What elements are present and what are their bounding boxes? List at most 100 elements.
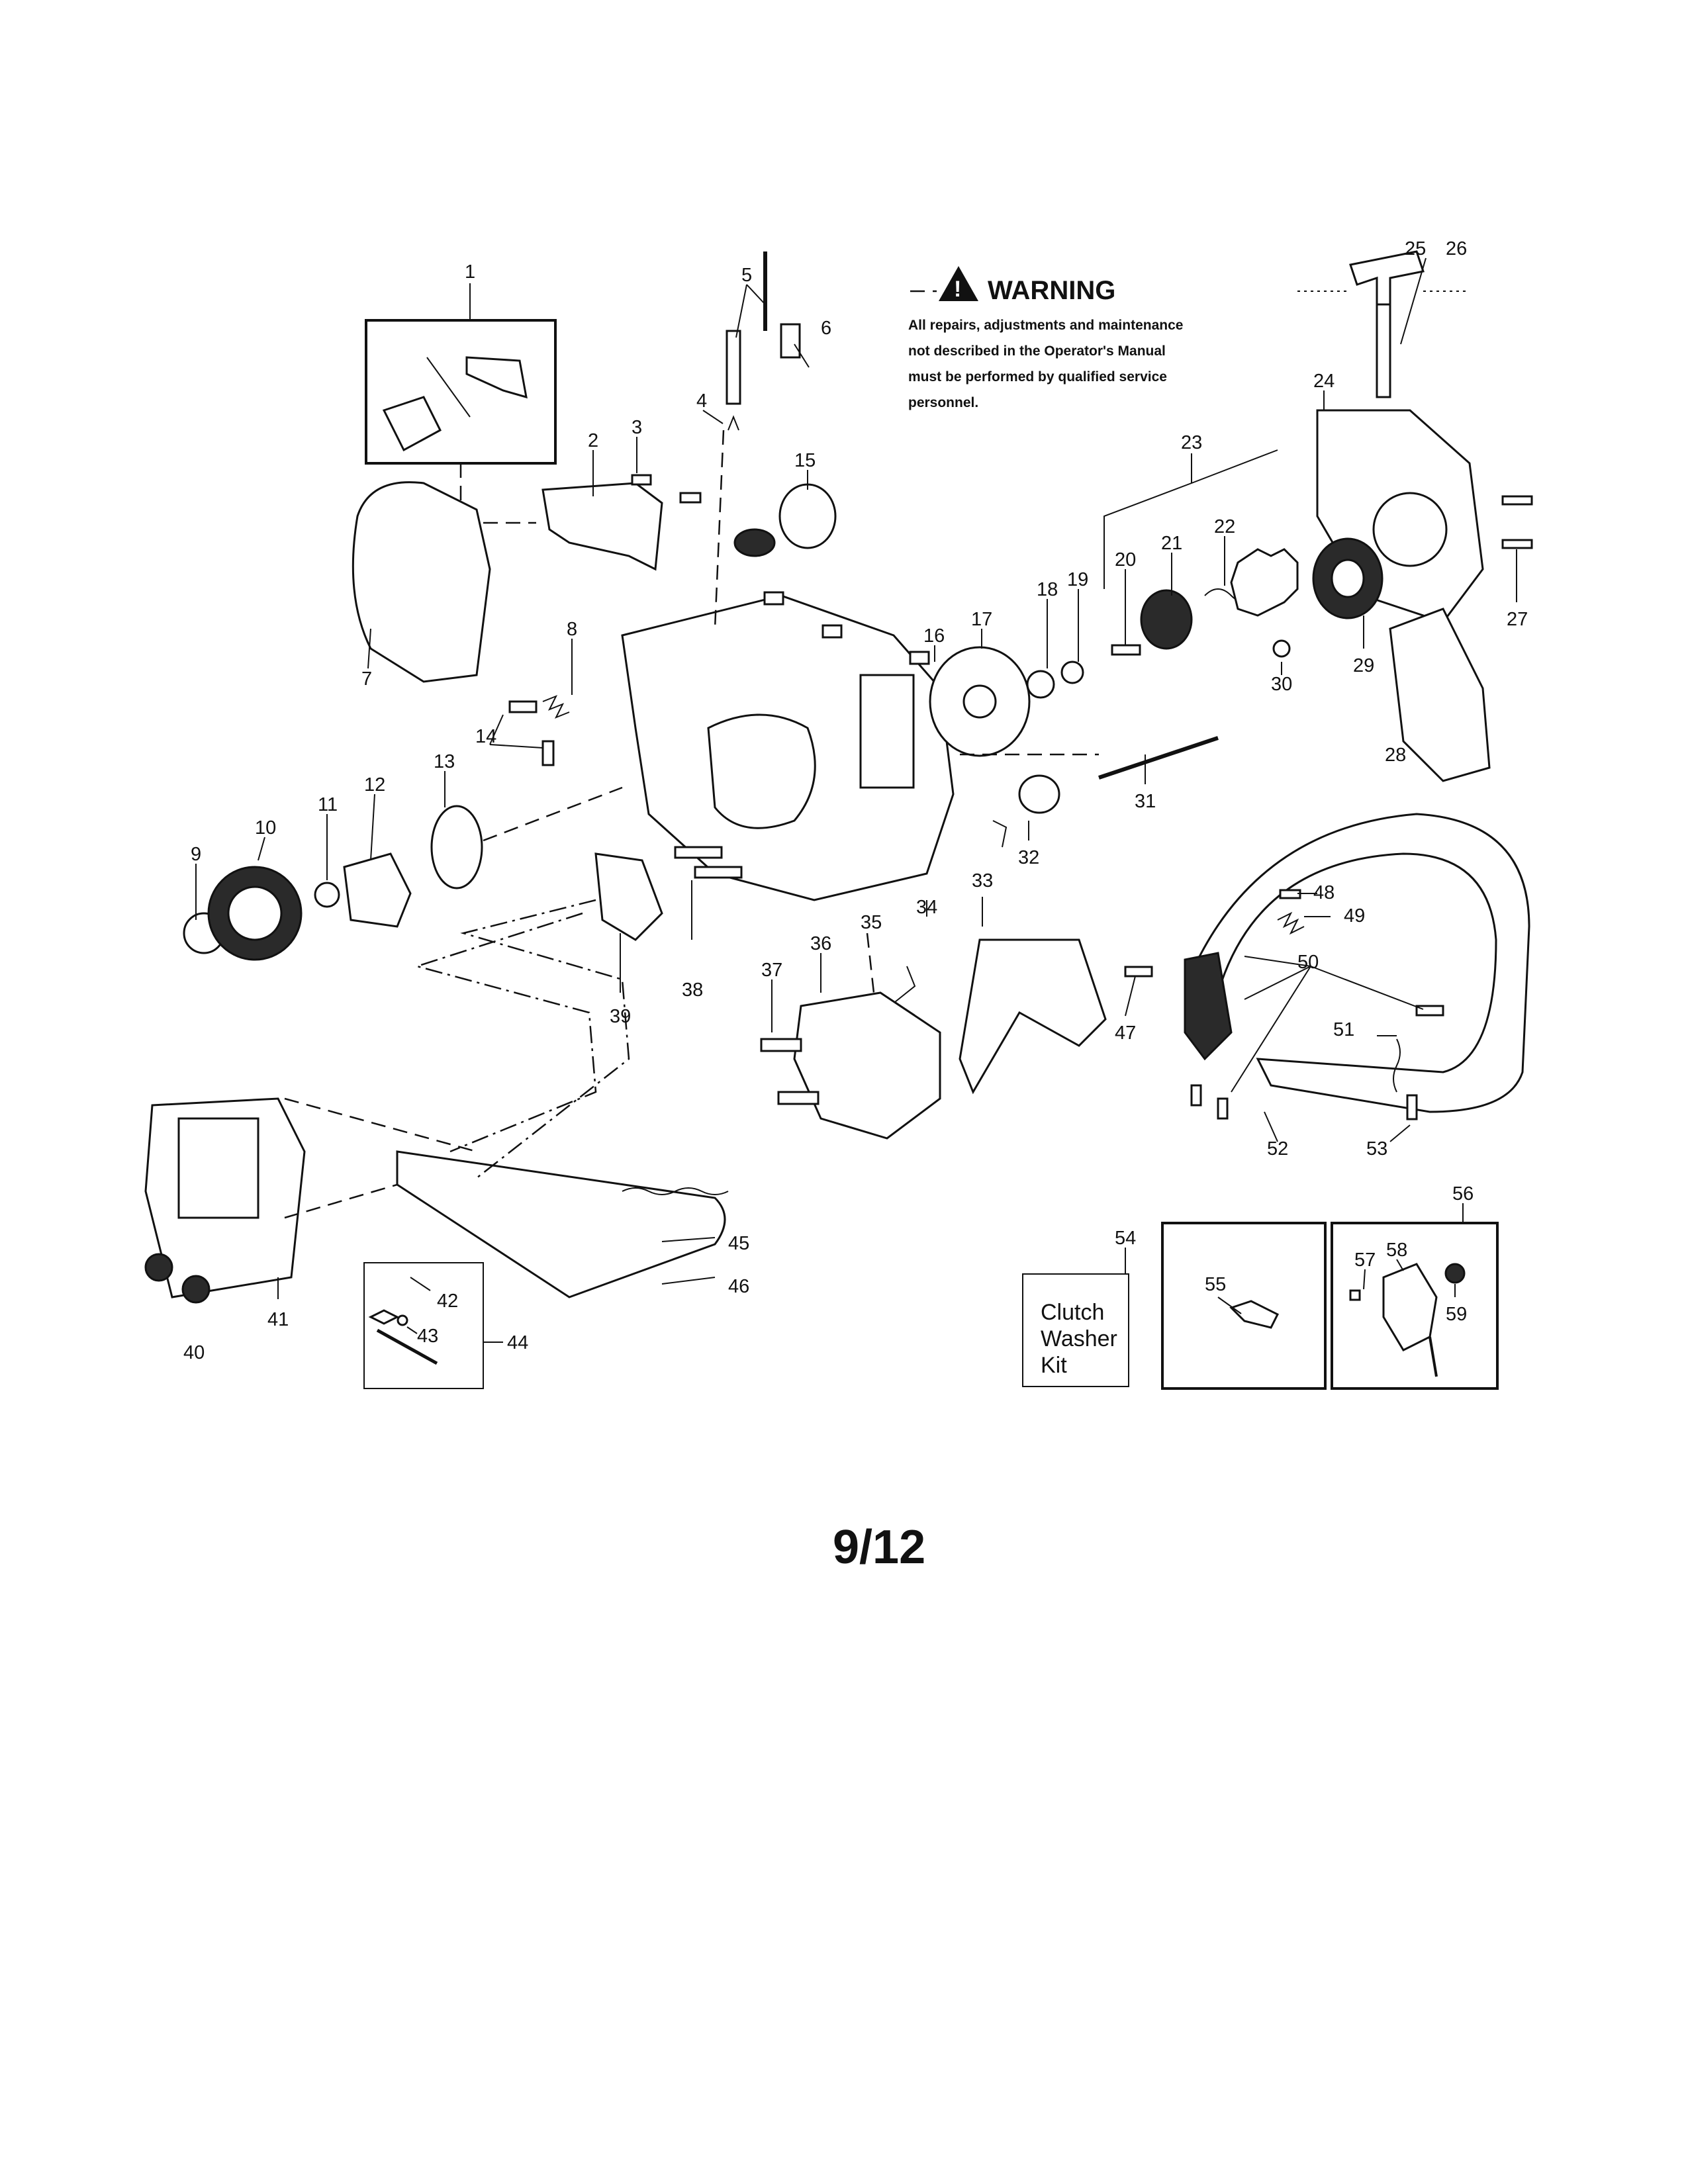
part-label: 23 — [1181, 432, 1202, 453]
kit-label-line: Washer — [1041, 1326, 1117, 1351]
part-label: 48 — [1313, 882, 1335, 903]
part-label: 42 — [437, 1291, 458, 1312]
part-label: 56 — [1452, 1183, 1474, 1205]
bolt-38 — [674, 846, 723, 859]
part-1-kit-box — [365, 319, 557, 465]
shroud-28 — [1389, 608, 1491, 782]
part-label: 29 — [1353, 655, 1374, 676]
part-labels: 1 2 3 4 5 6 7 8 9 10 11 12 13 14 15 16 1… — [183, 238, 1528, 1363]
tank-post — [859, 674, 915, 789]
part-label: 5 — [741, 265, 752, 286]
part-label: 45 — [728, 1233, 749, 1254]
kit-label-line: Kit — [1041, 1353, 1067, 1378]
part-label: 41 — [267, 1309, 289, 1330]
screw-43 — [376, 1328, 438, 1365]
warning-line: All repairs, adjustments and maintenance — [908, 318, 1183, 333]
gear-59 — [1444, 1263, 1466, 1284]
part-label: 19 — [1067, 569, 1088, 590]
chain-brake-36 — [793, 991, 941, 1140]
warning-triangle-icon — [939, 266, 978, 301]
handle-bracket — [1184, 952, 1233, 1061]
pulley-21 — [1140, 589, 1193, 650]
part-label: 14 — [475, 726, 496, 747]
part-label: 1 — [465, 261, 475, 283]
leader-lines — [195, 257, 1517, 1343]
nut-19 — [1060, 660, 1084, 684]
screw-27 — [1501, 495, 1533, 506]
ratchet-23 — [1230, 548, 1299, 617]
part-55-box — [1161, 1222, 1327, 1390]
nut-40 — [144, 1253, 173, 1282]
rope-26 — [1376, 303, 1391, 398]
part-54-kit-box — [1022, 1273, 1129, 1387]
part-label: 12 — [364, 774, 385, 796]
part-label: 13 — [434, 751, 455, 772]
part-label: 27 — [1507, 609, 1528, 630]
part-label: 43 — [417, 1326, 438, 1347]
screw-57 — [1349, 1289, 1361, 1301]
part-label: 22 — [1214, 516, 1235, 537]
screw-47 — [1124, 966, 1153, 978]
part-label: 58 — [1386, 1240, 1407, 1261]
nut-30 — [1272, 639, 1291, 658]
hose — [1429, 1336, 1438, 1377]
pin-48 — [1279, 889, 1301, 899]
part-1-lever — [382, 396, 442, 452]
part-label: 54 — [1115, 1228, 1136, 1249]
warning-line: must be performed by qualified service — [908, 369, 1167, 385]
part-4 — [727, 415, 739, 431]
tensioner-42 — [368, 1309, 400, 1325]
part-56-box — [1331, 1222, 1499, 1390]
filter-6 — [780, 323, 801, 359]
part-label: 11 — [318, 794, 338, 815]
screw-53 — [1406, 1094, 1418, 1120]
fuel-line-5 — [726, 330, 741, 405]
part-label: 34 — [916, 897, 937, 918]
part-label: 18 — [1037, 579, 1058, 600]
washer-18 — [1026, 670, 1055, 699]
clip-16 — [763, 591, 784, 606]
top-cover — [541, 482, 663, 571]
cylinder — [707, 713, 816, 829]
guide-bar-46 — [396, 1150, 726, 1298]
screw-14 — [508, 700, 538, 713]
screw-37 — [760, 1038, 802, 1052]
fuel-filter-32 — [1018, 774, 1060, 814]
spring-49 — [1277, 911, 1305, 935]
part-44-kit-box — [363, 1262, 484, 1389]
part-label: 2 — [588, 430, 598, 451]
part-label: 30 — [1271, 674, 1292, 695]
plate-39 — [594, 852, 663, 941]
warning-title: WARNING — [988, 276, 1115, 305]
part-label: 59 — [1446, 1304, 1467, 1325]
front-handle-52 — [1190, 813, 1530, 1113]
part-label: 35 — [861, 912, 882, 933]
part-label: 52 — [1267, 1138, 1288, 1160]
oil-pump-58 — [1382, 1263, 1438, 1351]
part-label: 24 — [1313, 371, 1335, 392]
part-label: 49 — [1344, 905, 1365, 927]
part-label: 8 — [567, 619, 577, 640]
part-label: 51 — [1333, 1019, 1354, 1040]
washer-plate-13 — [430, 805, 483, 889]
part-label: 4 — [696, 390, 707, 412]
cap-15 — [778, 483, 837, 549]
warning-line: not described in the Operator's Manual — [908, 343, 1166, 359]
screw-50 — [1415, 1005, 1444, 1017]
clutch-12 — [343, 852, 412, 928]
warning-line: personnel. — [908, 395, 978, 410]
chain-45 — [622, 1187, 729, 1195]
part-label: 25 — [1405, 238, 1426, 259]
part-label: 7 — [361, 668, 372, 690]
part-label: 33 — [972, 870, 993, 891]
warning-block: ! WARNING All repairs, adjustments and m… — [908, 266, 1183, 410]
exclamation-icon: ! — [954, 277, 961, 302]
part-label: 15 — [794, 450, 816, 471]
spring-51 — [1393, 1038, 1401, 1093]
part-label: 50 — [1297, 952, 1319, 973]
part-label: 10 — [255, 817, 276, 839]
page-number: 9/12 — [833, 1521, 925, 1574]
part-label: 44 — [507, 1332, 528, 1353]
part-label: 47 — [1115, 1023, 1136, 1044]
